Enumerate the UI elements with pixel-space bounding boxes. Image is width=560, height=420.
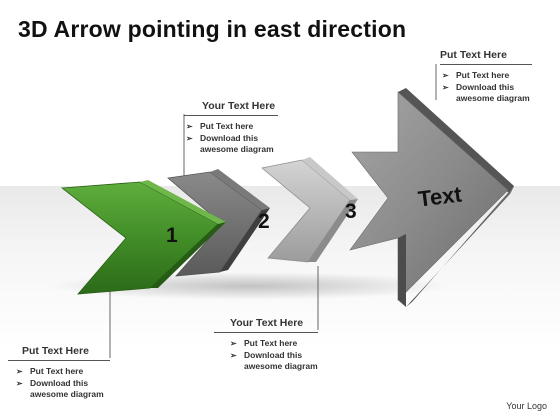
callout-heading: Put Text Here	[8, 345, 110, 361]
chevron-2	[167, 169, 270, 277]
bullet-arrow-icon: ➢	[186, 122, 193, 131]
bullet-arrow-icon: ➢	[442, 71, 449, 80]
bullet-arrow-icon: ➢	[186, 134, 193, 143]
callout-bottom-left: Put Text Here ➢Put Text here ➢Download t…	[8, 345, 110, 401]
bullet-arrow-icon: ➢	[442, 83, 449, 92]
step-number-3: 3	[345, 200, 357, 223]
callout-top-right: Put Text Here ➢Put Text here ➢Download t…	[440, 49, 532, 105]
chevron-1	[60, 180, 226, 295]
callout-bullet: ➢Put Text here	[442, 70, 510, 80]
callout-bullet: ➢Put Text here	[16, 366, 84, 376]
step-number-1: 1	[166, 224, 178, 247]
chevron-3	[261, 157, 358, 263]
callout-bullet: ➢Put Text here	[230, 338, 298, 348]
callout-bullet: ➢Put Text here	[186, 121, 254, 131]
bullet-arrow-icon: ➢	[16, 379, 23, 388]
arrow-label: Text	[417, 181, 464, 211]
callout-bullet-list: ➢Put Text here ➢Download this awesome di…	[214, 338, 318, 372]
callout-bullet: ➢Download this awesome diagram	[186, 133, 274, 154]
logo-placeholder: Your Logo	[506, 401, 547, 411]
callout-bullet-list: ➢Put Text here ➢Download this awesome di…	[8, 366, 110, 400]
callout-bullet: ➢Download this awesome diagram	[16, 378, 104, 399]
callout-heading: Put Text Here	[440, 49, 532, 65]
bullet-arrow-icon: ➢	[230, 351, 237, 360]
bullet-arrow-icon: ➢	[16, 367, 23, 376]
callout-bullet-list: ➢Put Text here ➢Download this awesome di…	[440, 70, 532, 104]
slide-title: 3D Arrow pointing in east direction	[18, 16, 407, 42]
callout-bullet-list: ➢Put Text here ➢Download this awesome di…	[184, 121, 278, 155]
big-arrow	[349, 88, 514, 307]
step-number-2: 2	[258, 210, 270, 233]
callout-top-middle: Your Text Here ➢Put Text here ➢Download …	[184, 100, 278, 156]
callout-bullet: ➢Download this awesome diagram	[442, 82, 530, 103]
callout-heading: Your Text Here	[214, 317, 318, 333]
callout-heading: Your Text Here	[184, 100, 278, 116]
bullet-arrow-icon: ➢	[230, 339, 237, 348]
callout-bottom-middle: Your Text Here ➢Put Text here ➢Download …	[214, 317, 318, 373]
callout-bullet: ➢Download this awesome diagram	[230, 350, 318, 371]
